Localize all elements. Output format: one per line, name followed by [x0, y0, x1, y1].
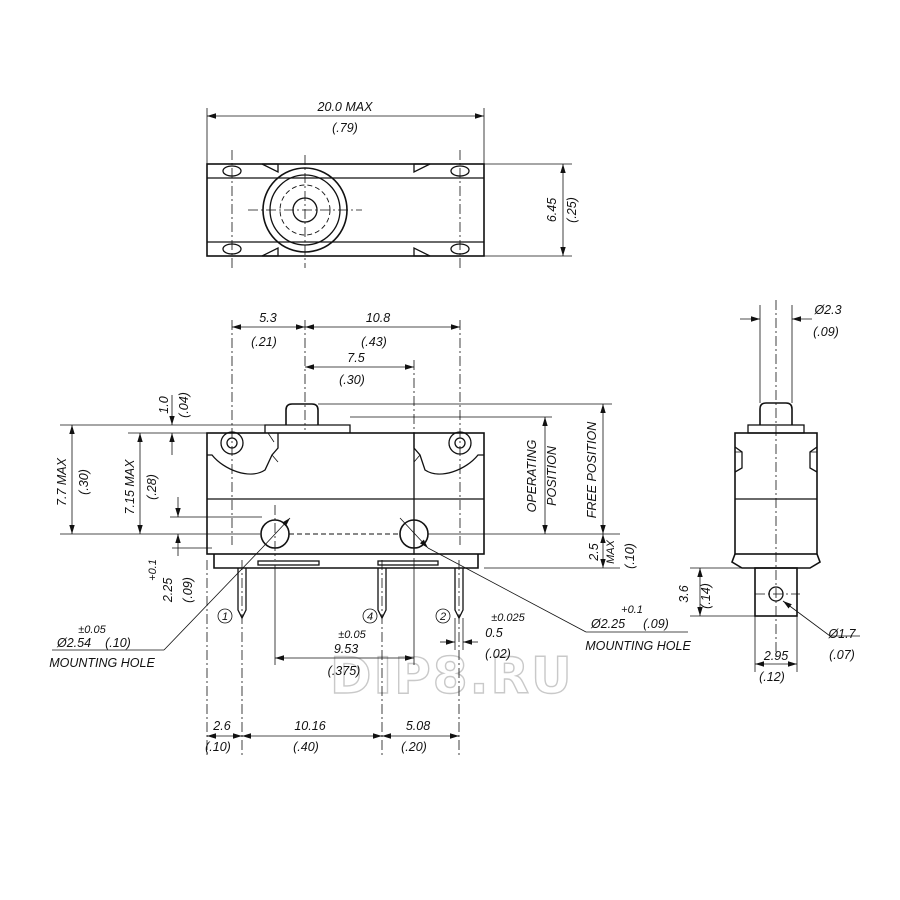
dim-3-6: 3.6: [677, 585, 691, 602]
watermark: DIP8.RU: [330, 647, 574, 705]
left-mounting-hole-label: MOUNTING HOLE: [49, 656, 155, 670]
dim-7-15-inch: (.28): [145, 474, 159, 500]
pin-width-inch: (.02): [485, 647, 511, 661]
pin-width: 0.5: [485, 626, 502, 640]
right-hole-diameter-inch: (.09): [643, 617, 669, 631]
top-view: 20.0 MAX (.79) 6.45 (.25): [206, 100, 579, 268]
right-hole-tolerance: +0.1: [621, 604, 643, 616]
dim-7-7-max: 7.7 MAX: [55, 457, 69, 506]
dim-2-6-inch: (.10): [205, 740, 231, 754]
hole-diameter-inch: (.07): [829, 648, 855, 662]
right-mounting-hole-label: MOUNTING HOLE: [585, 639, 691, 653]
free-position-label: FREE POSITION: [585, 421, 599, 519]
dim-10-16-inch: (.40): [293, 740, 319, 754]
front-view-body: [206, 432, 485, 555]
left-hole-tolerance: ±0.05: [78, 624, 106, 636]
pin-1-number: 1: [222, 611, 228, 623]
dim-2-25-tol: +0.1: [147, 559, 159, 581]
dim-1-0: 1.0: [157, 396, 171, 413]
hole-diameter: Ø1.7: [827, 627, 856, 641]
side-view: Ø2.3 (.09) 3.6 (.14) Ø1.7 (.07) 2.95 (.1…: [677, 300, 860, 684]
dim-9-53-tol: ±0.05: [338, 629, 366, 641]
dim-7-7-inch: (.30): [77, 469, 91, 495]
dim-2-95: 2.95: [763, 649, 788, 663]
operating-position-label-1: OPERATING: [525, 439, 539, 512]
plunger-diameter: Ø2.3: [813, 303, 841, 317]
top-height-label: 6.45: [545, 198, 559, 222]
dim-3-6-inch: (.14): [699, 583, 713, 609]
dim-2-25-inch: (.09): [181, 577, 195, 603]
left-hole-diameter-inch: (.10): [105, 636, 131, 650]
dim-2-5-inch: (.10): [623, 543, 637, 569]
left-hole-diameter: Ø2.54: [56, 636, 91, 650]
dim-7-5-inch: (.30): [339, 373, 365, 387]
dim-10-8: 10.8: [366, 311, 390, 325]
dim-9-53: 9.53: [334, 642, 358, 656]
pin-width-tolerance: ±0.025: [491, 612, 525, 624]
dim-2-5: 2.5: [587, 543, 601, 561]
top-view-body: [206, 163, 485, 257]
top-width-label: 20.0 MAX: [317, 100, 374, 114]
dim-2-6: 2.6: [212, 719, 230, 733]
dim-9-53-inch: (.375): [328, 664, 361, 678]
dim-7-5: 7.5: [347, 351, 364, 365]
dim-2-25: 2.25: [161, 578, 175, 603]
front-view: 5.3 (.21) 10.8 (.43) 7.5 (.30) 1.0 (.04)…: [49, 311, 691, 755]
dim-1-0-inch: (.04): [177, 392, 191, 418]
plunger-diameter-inch: (.09): [813, 325, 839, 339]
dim-5-08-inch: (.20): [401, 740, 427, 754]
dim-5-3: 5.3: [259, 311, 276, 325]
dim-5-3-inch: (.21): [251, 335, 277, 349]
operating-position-label-2: POSITION: [545, 445, 559, 506]
pin-4-number: 4: [367, 611, 373, 623]
dim-5-08: 5.08: [406, 719, 430, 733]
dim-2-5-max: MAX: [605, 539, 617, 564]
dim-10-8-inch: (.43): [361, 335, 387, 349]
dim-7-15-max: 7.15 MAX: [123, 459, 137, 515]
pin-2-number: 2: [439, 611, 446, 623]
dim-10-16: 10.16: [294, 719, 325, 733]
top-width-inch: (.79): [332, 121, 358, 135]
top-height-inch: (.25): [565, 197, 579, 223]
right-hole-diameter: Ø2.25: [590, 617, 625, 631]
dim-2-95-inch: (.12): [759, 670, 785, 684]
